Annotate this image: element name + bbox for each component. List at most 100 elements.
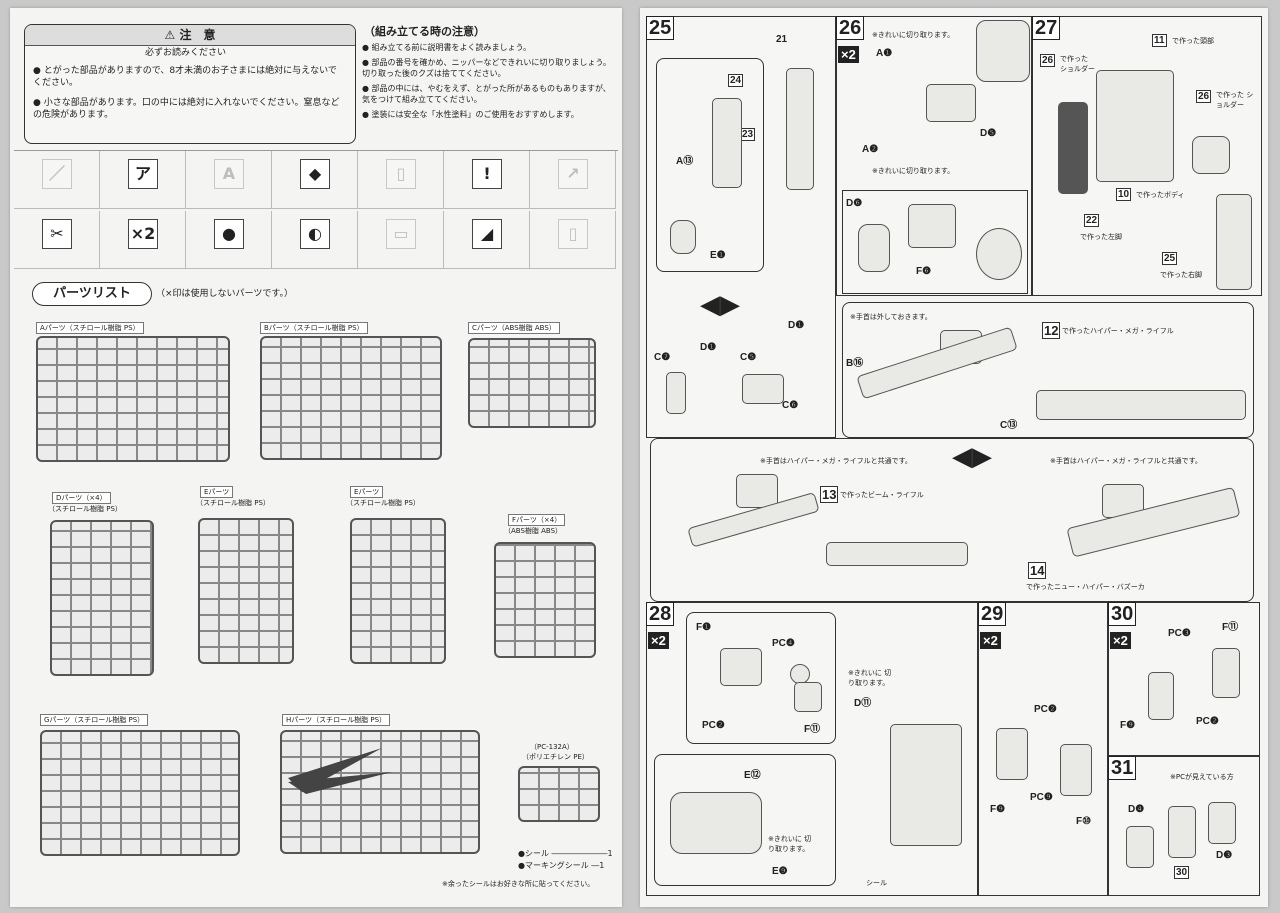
sprue-e1-sub: （スチロール樹脂 PS） bbox=[196, 499, 270, 507]
step-27-shoulder-b-num: 26 bbox=[1196, 90, 1212, 103]
weapons-note-2: ※手首はハイパー・メガ・ライフルと共通です。 bbox=[1050, 457, 1202, 465]
sprue-e2-sub: （スチロール樹脂 PS） bbox=[346, 499, 420, 507]
step-25-hand-left bbox=[666, 372, 686, 414]
step-30-part-right bbox=[1212, 648, 1240, 698]
legend-row2-cell-5: ▭ bbox=[358, 211, 444, 269]
step-27-rightleg-num: 25 bbox=[1162, 252, 1178, 265]
step-28-x2: ×2 bbox=[648, 632, 669, 649]
sprue-a-label: Aパーツ（スチロール樹脂 PS） bbox=[36, 322, 144, 334]
sprue-d-label: Dパーツ（×4） bbox=[52, 492, 111, 504]
step-30-part-left bbox=[1148, 672, 1174, 720]
step-26-x2: ×2 bbox=[838, 46, 859, 63]
step-28-number: 28 bbox=[646, 602, 675, 626]
assembly-note-2: ● 部品の番号を確かめ、ニッパーなどできれいに切り取りましょう。切り取った後のク… bbox=[362, 58, 611, 78]
step-27-head-num: 11 bbox=[1152, 34, 1167, 47]
legend-row1-symbol-icon-3: A bbox=[214, 159, 244, 189]
step-30-label-pc3: PC❸ bbox=[1168, 628, 1191, 639]
step-28-label-e12: E⑫ bbox=[744, 770, 761, 781]
caution-subheader: 必ずお読みください bbox=[145, 48, 227, 58]
step-31-number: 31 bbox=[1108, 756, 1137, 780]
step-25-part-23: 23 bbox=[740, 128, 756, 141]
step-25-label-e: E❶ bbox=[710, 250, 726, 261]
step-25-label-c6: C❻ bbox=[782, 400, 799, 411]
rifle-note: ※手首は外しておきます。 bbox=[850, 313, 932, 321]
step-27-shoulder-a-text: で作った ショルダー bbox=[1060, 55, 1095, 73]
step-30-label-f9: F❾ bbox=[1120, 720, 1136, 731]
step-25-label-a: A⑬ bbox=[676, 156, 694, 167]
assembly-note-3-text: 部品の中には、やむをえず、とがった所があるものもありますが、気をつけて組み立てて… bbox=[362, 84, 611, 104]
step-28-label-pc2: PC❷ bbox=[702, 720, 725, 731]
sprue-pc bbox=[518, 766, 600, 822]
step-28-note-2: ※きれいに 切り取ります。 bbox=[768, 835, 812, 853]
step-25-hand-right bbox=[742, 374, 784, 404]
marking-seal-count: ●マーキングシール ―1 bbox=[518, 861, 605, 870]
step-27-body-num: 10 bbox=[1116, 188, 1132, 201]
step-26-label-d5: D❺ bbox=[980, 128, 997, 139]
rifle-label-c9: C⑬ bbox=[1000, 420, 1018, 431]
legend-row2-cell-6: ◢ bbox=[444, 211, 530, 269]
assembly-note-2-text: 部品の番号を確かめ、ニッパーなどできれいに切り取りましょう。切り取った後のクズは… bbox=[362, 58, 611, 78]
legend-row2-cell-4: ◐ bbox=[272, 211, 358, 269]
step-26-shield bbox=[858, 224, 890, 272]
rifle-step-num: 12 bbox=[1042, 322, 1061, 339]
step-25-arm-part bbox=[786, 68, 814, 190]
step-29-label-f9: F❾ bbox=[990, 804, 1006, 815]
sprue-f-sub: （ABS樹脂 ABS） bbox=[504, 527, 563, 535]
caution-header: ⚠ 注 意 bbox=[25, 25, 355, 46]
sprue-d bbox=[50, 520, 154, 676]
step-28-pc-cap bbox=[790, 664, 810, 684]
sprue-g-label: Gパーツ（スチロール樹脂 PS） bbox=[40, 714, 149, 726]
step-31-ref-30: 30 bbox=[1174, 866, 1190, 879]
step-28-label-f11: F⑪ bbox=[804, 724, 821, 735]
sprue-f-label: Fパーツ（×4） bbox=[508, 514, 566, 526]
step-27-body-text: で作ったボディ bbox=[1136, 191, 1185, 199]
step-27-dark-leg bbox=[1058, 102, 1088, 194]
step-25-part-24: 24 bbox=[728, 74, 744, 87]
caution-bullet-2-text: 小さな部品があります。口の中には絶対に入れないでください。窒息などの危険がありま… bbox=[33, 98, 340, 120]
rifle-completed bbox=[1036, 390, 1246, 420]
legend-row1-symbol-icon-7: ↗ bbox=[558, 159, 588, 189]
beam-rifle-completed bbox=[826, 542, 968, 566]
sprue-e2 bbox=[350, 518, 446, 664]
legend-row2-symbol-icon-1: ✂ bbox=[42, 219, 72, 249]
legend-row2-cell-2: ×2 bbox=[100, 211, 186, 269]
step-27-leftleg-text: で作った左脚 bbox=[1080, 233, 1122, 241]
beam-rifle-step-text: で作ったビーム・ライフル bbox=[840, 491, 924, 499]
step-27-head-text: で作った頭部 bbox=[1172, 37, 1214, 45]
seal-count: ●シール ―――――――1 bbox=[518, 849, 613, 858]
assembly-note-1-text: 組み立てる前に説明書をよく読みましょう。 bbox=[371, 43, 532, 52]
sprue-e1 bbox=[198, 518, 294, 664]
left-page: ⚠ 注 意 必ずお読みください ● とがった部品がありますので、8才未満のお子さ… bbox=[10, 8, 622, 907]
bazooka-step-num: 14 bbox=[1028, 562, 1047, 579]
assembly-notes: ● 組み立てる前に説明書をよく読みましょう。 ● 部品の番号を確かめ、ニッパーな… bbox=[362, 42, 618, 120]
sprue-pc-label: （PC-132A） bbox=[530, 743, 574, 751]
sprue-e1-label: Eパーツ bbox=[200, 486, 234, 498]
weapons-note-1: ※手首はハイパー・メガ・ライフルと共通です。 bbox=[760, 457, 912, 465]
step-28-note: ※きれいに 切り取ります。 bbox=[848, 669, 892, 687]
legend-row1-cell-3: A bbox=[186, 151, 272, 209]
rifle-step-text: で作ったハイパー・メガ・ライフル bbox=[1062, 327, 1174, 335]
legend-row2-symbol-icon-5: ▭ bbox=[386, 219, 416, 249]
legend-row2-symbol-icon-2: ×2 bbox=[128, 219, 158, 249]
sprue-f bbox=[494, 542, 596, 658]
sprue-b-label: Bパーツ（スチロール樹脂 PS） bbox=[260, 322, 368, 334]
sprue-h-label: Hパーツ（スチロール樹脂 PS） bbox=[282, 714, 391, 726]
step-28-seal-label: シール bbox=[866, 879, 887, 887]
step-27-shoulder-a-num: 26 bbox=[1040, 54, 1056, 67]
step-26-note-1: ※きれいに切り取ります。 bbox=[872, 31, 955, 39]
step-30-label-f11: F⑪ bbox=[1222, 622, 1239, 633]
step-29-label-f10: F⑩ bbox=[1076, 816, 1092, 827]
legend-row1-symbol-icon-1: ／ bbox=[42, 159, 72, 189]
parts-list-note: （×印は使用しないパーツです。） bbox=[156, 289, 293, 299]
legend-row1-symbol-icon-2: ア bbox=[128, 159, 158, 189]
step-31-label-d4: D❹ bbox=[1128, 804, 1145, 815]
step-31-note: ※PCが見えている方 bbox=[1170, 773, 1234, 781]
legend-row2-symbol-icon-3: ● bbox=[214, 219, 244, 249]
step-25-forearm bbox=[712, 98, 742, 188]
sprue-e2-label: Eパーツ bbox=[350, 486, 384, 498]
sprue-b bbox=[260, 336, 442, 460]
step-26-detail-top bbox=[976, 20, 1030, 82]
legend-row1-cell-1: ／ bbox=[14, 151, 100, 209]
step-27-right-leg bbox=[1216, 194, 1252, 290]
